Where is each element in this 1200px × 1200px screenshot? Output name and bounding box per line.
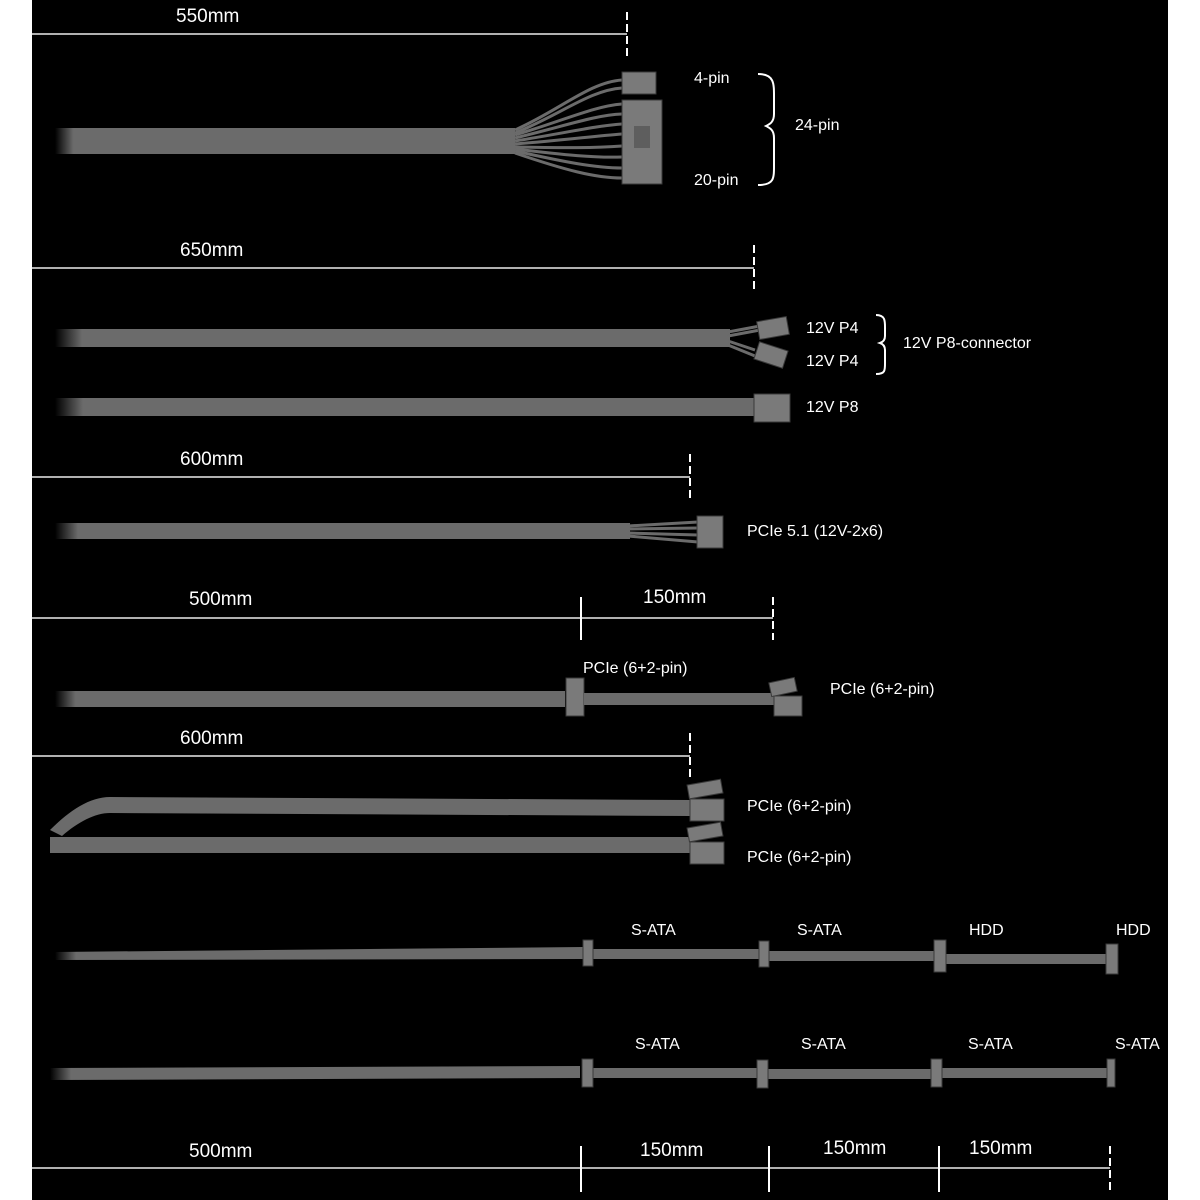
- connector-label-sata-2: S-ATA: [801, 1036, 846, 1053]
- cable-segment: [592, 949, 760, 959]
- cable-pcie-extension: [584, 693, 774, 705]
- connector-molex-2: [1105, 943, 1119, 975]
- connector-label-p8-combined: 12V P8-connector: [903, 335, 1032, 352]
- connector-label-24pin: 24-pin: [795, 117, 839, 134]
- connector-p4-a: [756, 315, 790, 341]
- connector-pcie-upper-6pin: [689, 798, 725, 822]
- brace-p8: [875, 314, 887, 375]
- cable-sata-hdd-main: [55, 947, 583, 960]
- cable-pcie-lower: [50, 837, 692, 853]
- atx-cable-group: 550mm 4-pin 20-pin 24-pin: [32, 6, 839, 189]
- connector-label-20pin: 20-pin: [694, 172, 738, 189]
- length-label: 550mm: [176, 6, 239, 27]
- pcie51-cable-group: 600mm PCIe 5.1 (12V-2x6): [32, 449, 883, 549]
- length-label-segment-2: 150mm: [640, 1140, 703, 1161]
- connector-label-p4-a: 12V P4: [806, 320, 859, 337]
- cable-segment: [768, 1069, 933, 1079]
- connector-label-pcie-upper: PCIe (6+2-pin): [747, 798, 852, 815]
- cable-pcie51: [55, 523, 630, 539]
- diagram-background: [32, 0, 1168, 1200]
- connector-label-pcie-mid: PCIe (6+2-pin): [583, 660, 688, 677]
- cable-sata-main: [50, 1066, 580, 1080]
- connector-4pin: [621, 71, 657, 95]
- connector-p4-b: [753, 341, 789, 369]
- connector-label-sata-1: S-ATA: [635, 1036, 680, 1053]
- pcie-dual-cable-group: 600mm PCIe (6+2-pin) PCIe (6+2-pin): [32, 728, 852, 866]
- eps-cable-group: 650mm 12V P4 12V P4 12V P8-connector 12V…: [32, 240, 1032, 423]
- length-label-segment-1: 500mm: [189, 1141, 252, 1162]
- cable-p8: [55, 398, 755, 416]
- length-label-segment-4: 150mm: [969, 1138, 1032, 1159]
- connector-label-hdd-2: HDD: [1116, 922, 1151, 939]
- pcie-daisy-cable-group: 500mm 150mm PCIe (6+2-pin) PCIe (6+2-pin…: [32, 587, 935, 717]
- connector-pcie-upper-2pin: [686, 778, 724, 800]
- connector-sata-1: [582, 939, 594, 967]
- sata-hdd-cable-group: S-ATA S-ATA HDD HDD: [55, 922, 1151, 975]
- cable-fanout: [627, 520, 699, 544]
- connector-label-pcie-lower: PCIe (6+2-pin): [747, 849, 852, 866]
- connector-label-p8: 12V P8: [806, 399, 859, 416]
- length-label-first: 500mm: [189, 589, 252, 610]
- connector-pcie-end-6pin: [773, 695, 803, 717]
- cable-segment: [592, 1068, 757, 1078]
- connector-pcie-mid: [565, 677, 585, 717]
- connector-molex-1: [933, 939, 947, 973]
- brace-24pin: [757, 73, 776, 186]
- cable-pcie-upper: [50, 797, 690, 836]
- connector-p8: [753, 393, 791, 423]
- cable-segment: [942, 1068, 1109, 1078]
- connector-pcie-lower-6pin: [689, 841, 725, 865]
- length-label: 600mm: [180, 728, 243, 749]
- connector-label-sata-2: S-ATA: [797, 922, 842, 939]
- connector-label-4pin: 4-pin: [694, 70, 730, 87]
- length-label-second: 150mm: [643, 587, 706, 608]
- cable-segment: [768, 951, 934, 961]
- cable-bundle: [55, 128, 515, 154]
- connector-sata-4: [1106, 1058, 1116, 1088]
- connector-latch: [634, 126, 650, 148]
- connector-label-sata-4: S-ATA: [1115, 1036, 1160, 1053]
- connector-sata-2: [756, 1059, 769, 1089]
- cable-fanout: [727, 324, 761, 358]
- connector-pcie-end-2pin: [768, 676, 798, 698]
- connector-label-sata-3: S-ATA: [968, 1036, 1013, 1053]
- peripheral-lengths-group: 500mm 150mm 150mm 150mm: [32, 1138, 1111, 1192]
- connector-label-hdd-1: HDD: [969, 922, 1004, 939]
- connector-label-pcie-end: PCIe (6+2-pin): [830, 681, 935, 698]
- connector-label-sata-1: S-ATA: [631, 922, 676, 939]
- connector-label-pcie51: PCIe 5.1 (12V-2x6): [747, 523, 883, 540]
- length-label: 600mm: [180, 449, 243, 470]
- connector-sata-2: [758, 940, 770, 968]
- cable-fanout: [514, 78, 623, 180]
- length-label-segment-3: 150mm: [823, 1138, 886, 1159]
- cable-p4-dual: [55, 329, 730, 347]
- sata-cable-group: S-ATA S-ATA S-ATA S-ATA: [50, 1036, 1160, 1089]
- length-label: 650mm: [180, 240, 243, 261]
- connector-sata-1: [581, 1058, 594, 1088]
- connector-pcie-lower-2pin: [686, 821, 724, 843]
- connector-12v-2x6: [696, 515, 724, 549]
- connector-sata-3: [930, 1058, 943, 1088]
- connector-label-p4-b: 12V P4: [806, 353, 859, 370]
- cable-pcie-main: [55, 691, 565, 707]
- cable-segment: [946, 954, 1106, 964]
